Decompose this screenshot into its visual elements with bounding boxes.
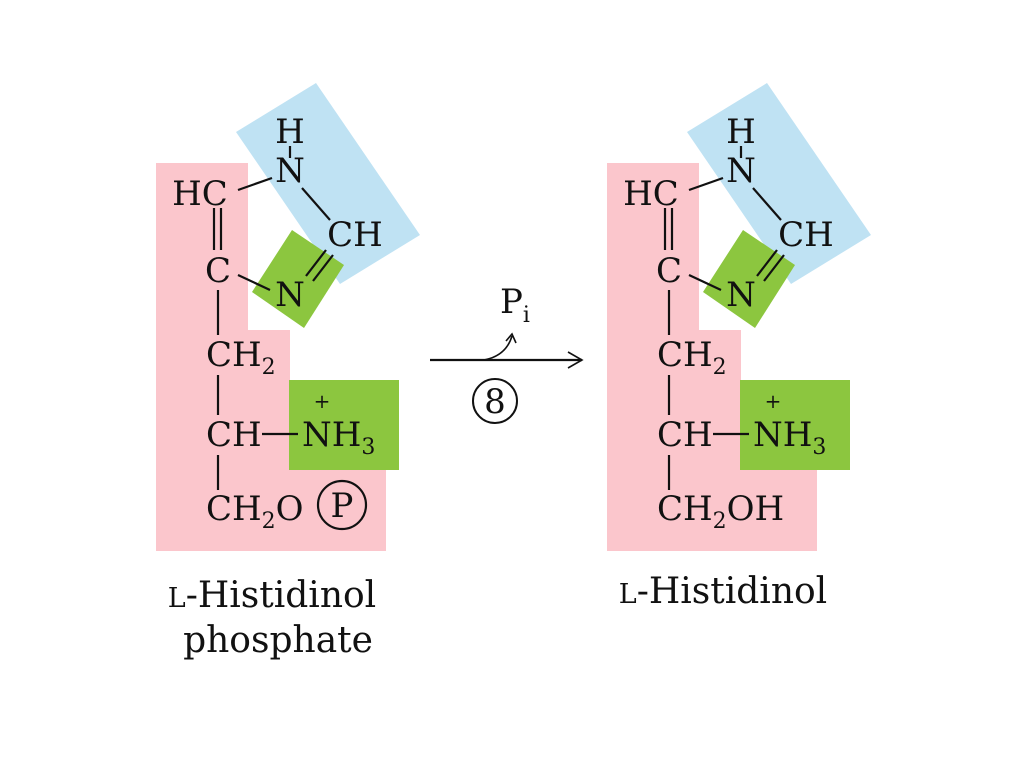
bond-ch-n-double-a (305, 249, 327, 277)
atom-ch2: CH2 (657, 335, 727, 380)
atom-ch-ring: CH (778, 215, 834, 255)
atom-ch2o: CH2O (206, 489, 304, 534)
atom-hc: HC (172, 174, 228, 214)
atom-ch: CH (206, 415, 262, 455)
bond-c-n (688, 274, 722, 291)
right-compound-name: L-Histidinol (619, 571, 827, 612)
bond-hc-n (688, 176, 724, 192)
ring-nitrogen-highlight (703, 230, 795, 328)
byproduct-pi: Pi (500, 282, 530, 328)
bond-ch-n-double-b (763, 254, 785, 282)
phosphate-label: P (331, 486, 354, 526)
amino-group-highlight (289, 380, 399, 470)
amino-group-highlight (740, 380, 850, 470)
atom-ch: CH (657, 415, 713, 455)
bond-n-ch (301, 187, 331, 221)
atom-ch2oh: CH2OH (657, 489, 784, 534)
ring-nitrogen-highlight (252, 230, 344, 328)
atom-nh3: NH3 (753, 415, 826, 460)
amino-charge: + (314, 389, 331, 413)
atom-n-ring: N (275, 275, 305, 315)
atom-n-top: N (726, 151, 756, 191)
atom-n-top: N (275, 151, 305, 191)
imidazole-top-highlight (687, 83, 871, 284)
atom-c-ring: C (205, 251, 231, 291)
byproduct-curve-arrow (483, 335, 513, 361)
step-number-circle (472, 378, 518, 424)
histidinol-molecule: H N HC CH C N CH2 CH + NH3 CH2OH L-Histi… (607, 83, 871, 612)
step-number: 8 (484, 382, 506, 422)
bond-ch-n-double-b (312, 254, 334, 282)
phosphate-circle (316, 479, 368, 531)
bond-n-ch (752, 187, 782, 221)
reaction-arrowhead (567, 351, 584, 369)
atom-nh3: NH3 (302, 415, 375, 460)
amino-charge: + (765, 389, 782, 413)
reaction-arrow-group: Pi 8 (430, 282, 584, 424)
bond-c-n (237, 274, 271, 291)
atom-hc: HC (623, 174, 679, 214)
atom-c-ring: C (656, 251, 682, 291)
bond-hc-n (237, 176, 273, 192)
atom-h-top: H (726, 112, 756, 152)
atom-h-top: H (275, 112, 305, 152)
left-compound-name: L-Histidinol (168, 575, 376, 616)
atom-ch-ring: CH (327, 215, 383, 255)
imidazole-top-highlight (236, 83, 420, 284)
bond-ch-n-double-a (756, 249, 778, 277)
left-compound-name-line2: phosphate (183, 620, 373, 661)
byproduct-curve-arrowhead (505, 332, 517, 344)
atom-n-ring: N (726, 275, 756, 315)
atom-ch2: CH2 (206, 335, 276, 380)
histidinol-phosphate-molecule: H N HC CH C N CH2 CH + NH3 CH2O P L-Hist… (156, 83, 420, 661)
